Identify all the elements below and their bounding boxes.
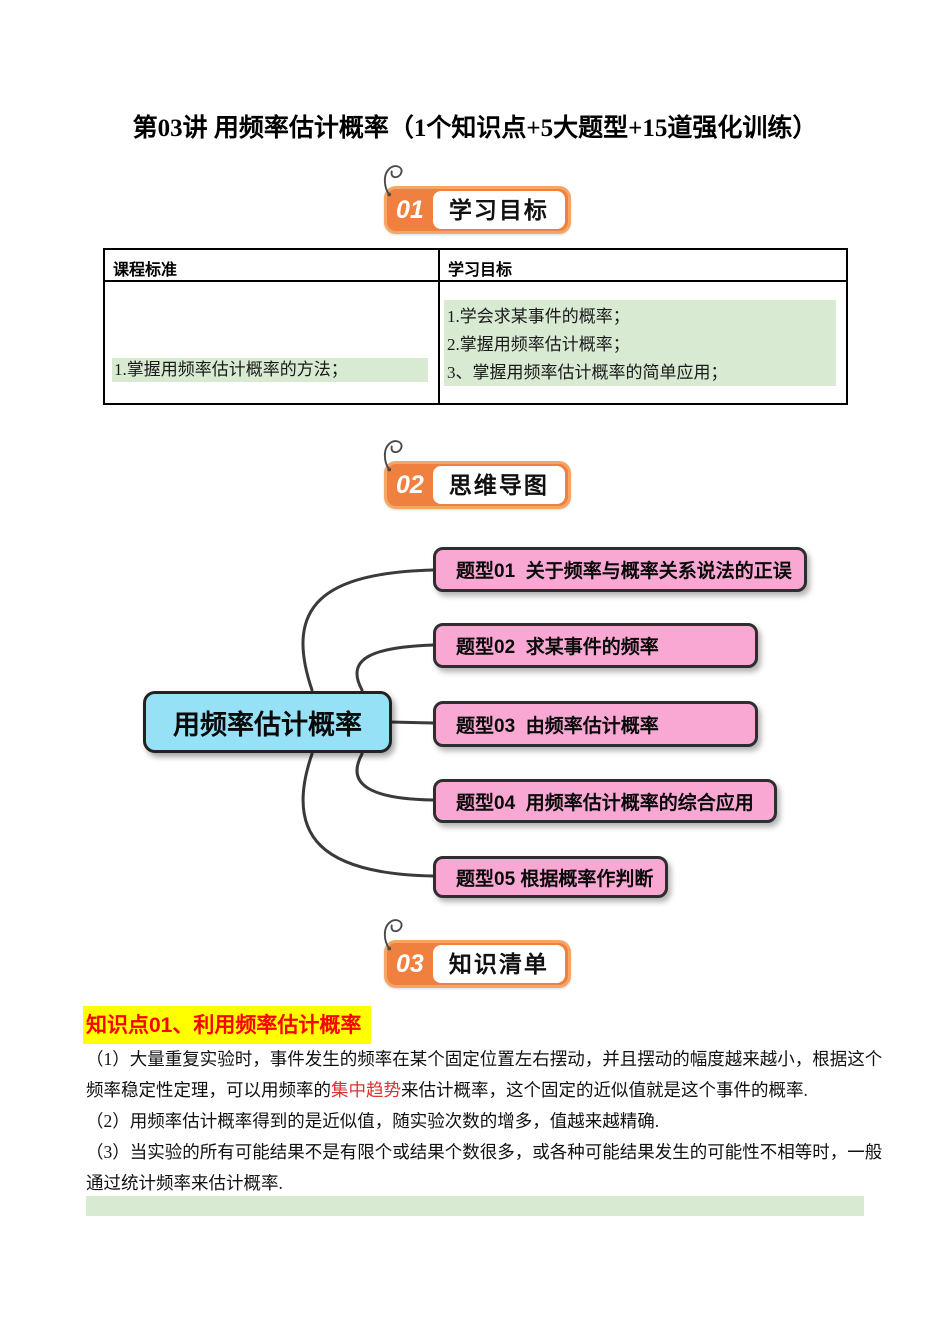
empty-highlight-bar: [86, 1196, 864, 1216]
knowledge-point-body: （1）大量重复实验时，事件发生的频率在某个固定位置左右摆动，并且摆动的幅度越来越…: [86, 1044, 883, 1199]
goals-cell: 1.学会求某事件的概率； 2.掌握用频率估计概率； 3、掌握用频率估计概率的简单…: [440, 282, 846, 403]
section-number: 03: [396, 950, 424, 978]
objectives-table: 课程标准 学习目标 1.掌握用频率估计概率的方法； 1.学会求某事件的概率； 2…: [103, 248, 848, 405]
goal-item: 2.掌握用频率估计概率；: [447, 335, 630, 354]
mindmap-branch-05: 题型05 根据概率作判断: [433, 856, 668, 898]
page-title: 第03讲 用频率估计概率（1个知识点+5大题型+15道强化训练）: [132, 115, 818, 142]
section-label: 思维导图: [432, 466, 565, 504]
body-line: （2）用频率估计概率得到的是近似值，随实验次数的增多，值越来越精确.: [86, 1111, 660, 1131]
section-badge-mindmap: 02 思维导图: [383, 440, 571, 509]
paperclip-doodle-icon: [383, 919, 403, 951]
column-header-goals: 学习目标: [448, 262, 513, 279]
section-badge-learning-goals: 01 学习目标: [383, 165, 571, 234]
mindmap-branch-03: 题型03 由频率估计概率: [433, 701, 758, 747]
table-header-row: 课程标准 学习目标: [105, 250, 846, 282]
goals-list: 1.学会求某事件的概率； 2.掌握用频率估计概率； 3、掌握用频率估计概率的简单…: [444, 300, 836, 386]
standard-cell: 1.掌握用频率估计概率的方法；: [105, 282, 440, 403]
body-line: （1）大量重复实验时，事件发生的频率在某个固定位置左右摆动，并且摆动的幅度越来越…: [86, 1049, 883, 1069]
table-body-row: 1.掌握用频率估计概率的方法； 1.学会求某事件的概率； 2.掌握用频率估计概率…: [105, 282, 846, 403]
section-label: 学习目标: [432, 191, 565, 229]
knowledge-point-heading: 知识点01、利用频率估计概率: [83, 1006, 372, 1044]
mindmap-branch-02: 题型02 求某事件的频率: [433, 623, 758, 668]
goal-item: 3、掌握用频率估计概率的简单应用；: [447, 363, 728, 382]
body-text: 频率稳定性定理，可以用频率的: [86, 1080, 331, 1100]
body-line: 频率稳定性定理，可以用频率的集中趋势来估计概率，这个固定的近似值就是这个事件的概…: [86, 1075, 872, 1106]
section-number: 01: [396, 196, 424, 224]
standard-text: 1.掌握用频率估计概率的方法；: [112, 358, 428, 382]
mindmap-branch-01: 题型01 关于频率与概率关系说法的正误: [433, 547, 807, 592]
section-badge-knowledge-list: 03 知识清单: [383, 919, 571, 988]
column-header-standard: 课程标准: [105, 250, 440, 280]
body-line: 通过统计频率来估计概率.: [86, 1173, 283, 1193]
paperclip-doodle-icon: [383, 165, 403, 197]
paperclip-doodle-icon: [383, 440, 403, 472]
goal-item: 1.学会求某事件的概率；: [447, 307, 630, 326]
mindmap-root-node: 用频率估计概率: [143, 691, 392, 753]
mindmap-branch-04: 题型04 用频率估计概率的综合应用: [433, 779, 777, 823]
section-label: 知识清单: [432, 945, 565, 983]
section-number: 02: [396, 471, 424, 499]
body-line: （3）当实验的所有可能结果不是有限个或结果个数很多，或各种可能结果发生的可能性不…: [86, 1142, 883, 1162]
mindmap-connectors: [301, 568, 435, 878]
emphasized-term: 集中趋势: [331, 1080, 401, 1100]
body-text: 来估计概率，这个固定的近似值就是这个事件的概率.: [401, 1080, 808, 1100]
